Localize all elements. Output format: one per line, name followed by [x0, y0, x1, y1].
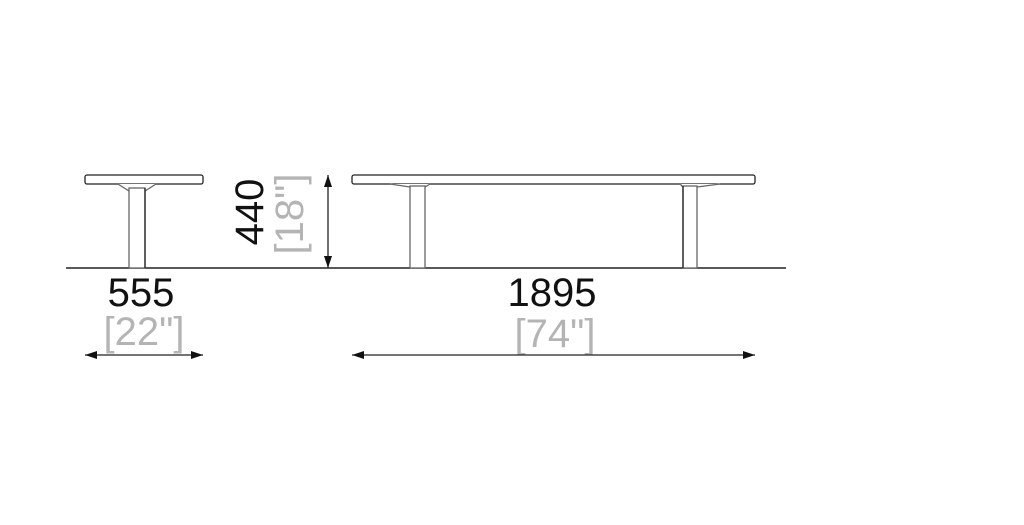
bench-front-view [351, 174, 756, 269]
height-mm-label: 440 [228, 179, 272, 246]
depth-inch-label: [22"] [104, 310, 185, 354]
length-inch-label: [74"] [515, 312, 596, 356]
length-mm-label: 1895 [508, 271, 597, 315]
height-inch-label: [18"] [268, 174, 312, 255]
depth-mm-label: 555 [108, 271, 175, 315]
bench-side-view [84, 174, 204, 269]
